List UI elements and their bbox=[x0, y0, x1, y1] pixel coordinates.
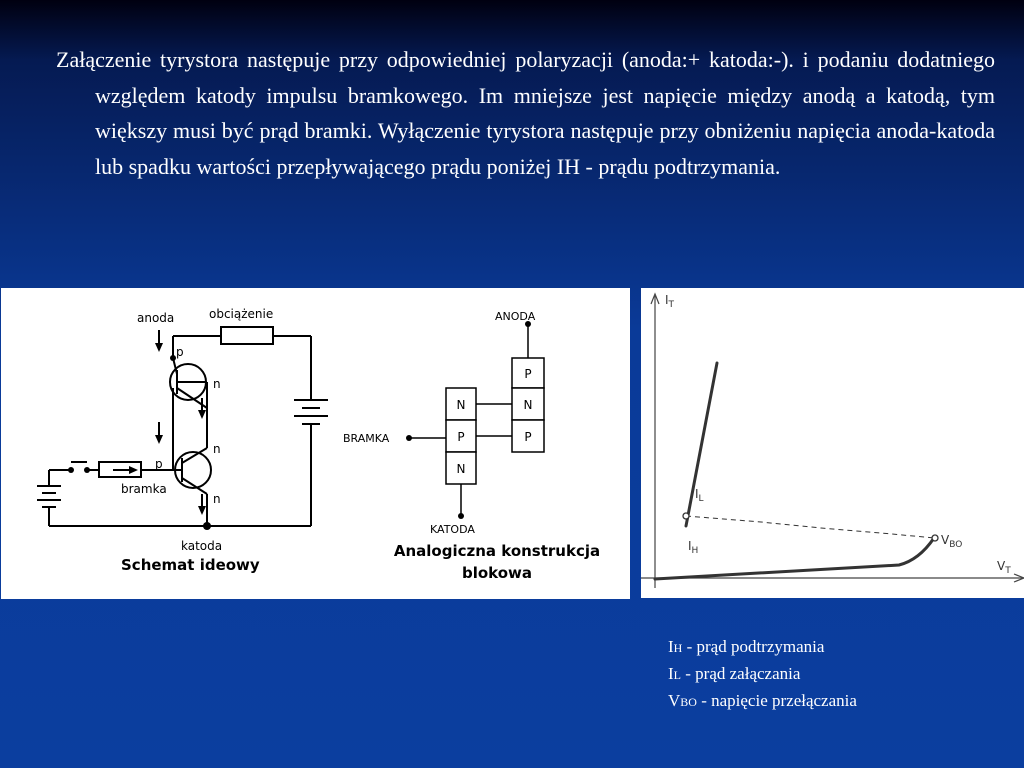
axis-y-label: IT bbox=[665, 293, 675, 310]
legend: IH - prąd podtrzymania IL - prąd załącza… bbox=[668, 634, 857, 715]
label-katoda: katoda bbox=[181, 539, 222, 553]
block-left-3: N bbox=[457, 462, 466, 476]
legend-item-ih: IH - prąd podtrzymania bbox=[668, 637, 825, 656]
block-label-bramka: BRAMKA bbox=[343, 432, 390, 445]
label-ih: IH bbox=[688, 539, 698, 556]
label-il: IL bbox=[695, 487, 704, 504]
thyristor-schematic-figure: anoda obciążenie p n n p bramka n katoda… bbox=[1, 288, 630, 599]
label-p1: p bbox=[176, 345, 184, 359]
block-right-1: P bbox=[524, 367, 531, 381]
thyristor-characteristic-graph: IT VT IL IH VBO bbox=[641, 288, 1024, 598]
label-obciazenie: obciążenie bbox=[209, 307, 273, 321]
axis-x-label: VT bbox=[997, 559, 1011, 576]
block-label-katoda: KATODA bbox=[430, 523, 475, 536]
label-n3: n bbox=[213, 492, 221, 506]
block-caption-line1: Analogiczna konstrukcja bbox=[394, 542, 600, 560]
label-n2: n bbox=[213, 442, 221, 456]
label-n1: n bbox=[213, 377, 221, 391]
block-right-3: P bbox=[524, 430, 531, 444]
label-anoda: anoda bbox=[137, 311, 174, 325]
schematic-caption: Schemat ideowy bbox=[121, 556, 260, 574]
block-label-anoda: ANODA bbox=[495, 310, 536, 323]
block-caption-line2: blokowa bbox=[462, 564, 532, 582]
body-paragraph: Załączenie tyrystora następuje przy odpo… bbox=[56, 47, 995, 179]
block-left-2: P bbox=[457, 430, 464, 444]
block-right-2: N bbox=[524, 398, 533, 412]
legend-item-vbo: VBO - napięcie przełączania bbox=[668, 691, 857, 710]
block-left-1: N bbox=[457, 398, 466, 412]
label-bramka: bramka bbox=[121, 482, 167, 496]
legend-item-il: IL - prąd załączania bbox=[668, 664, 801, 683]
label-p2: p bbox=[155, 457, 163, 471]
label-vbo: VBO bbox=[941, 533, 962, 550]
